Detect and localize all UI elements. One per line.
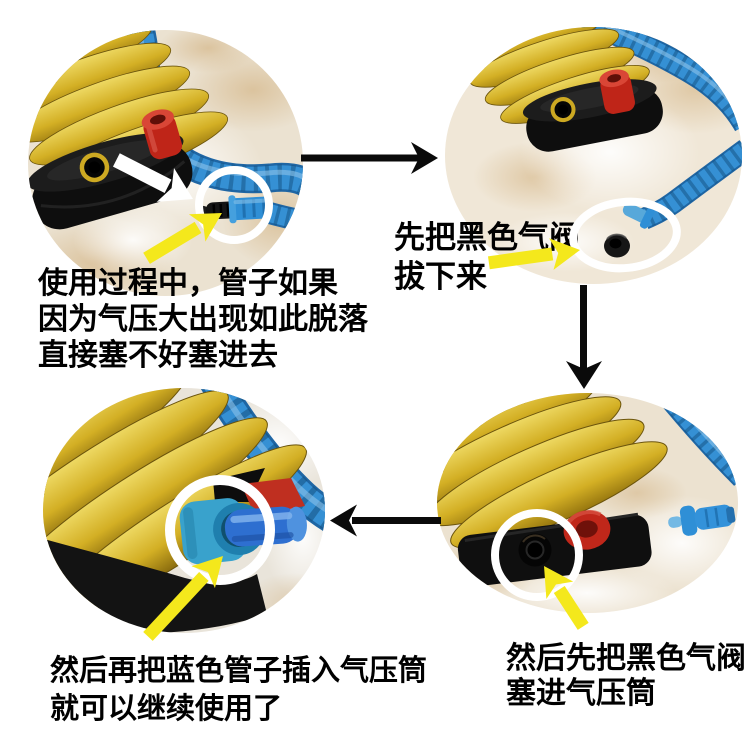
caption-step-3: 然后再把蓝色管子插入气压筒 就可以继续使用了 — [50, 651, 427, 727]
photo-problem-image — [28, 30, 303, 296]
caption-line: 就可以继续使用了 — [50, 691, 283, 725]
flow-arrow-left-icon — [330, 504, 441, 537]
caption-line: 塞进气压筒 — [506, 676, 656, 711]
photo-step-3 — [43, 388, 325, 633]
photo-step-2-image — [437, 393, 738, 613]
black-valve-in-hole — [518, 533, 552, 567]
caption-step-1: 先把黑色气阀 拔下来 — [394, 219, 580, 297]
caption-line: 因为气压大出现如此脱落 — [38, 302, 368, 337]
caption-step-2: 然后先把黑色气阀 塞进气压筒 — [506, 641, 746, 711]
caption-line: 直接塞不好塞进去 — [38, 338, 278, 373]
caption-line: 然后先把黑色气阀 — [506, 641, 746, 676]
caption-line: 先把黑色气阀 — [394, 220, 580, 256]
black-valve — [604, 233, 630, 258]
caption-line: 使用过程中，管子如果 — [38, 266, 338, 301]
photo-problem — [28, 30, 303, 296]
red-nozzle — [599, 69, 635, 114]
red-nozzle — [141, 109, 183, 160]
caption-line: 拔下来 — [394, 259, 487, 295]
flow-arrow-right-icon — [301, 142, 438, 174]
caption-line: 然后再把蓝色管子插入气压筒 — [50, 653, 428, 687]
flow-arrow-down-icon — [566, 285, 602, 389]
photo-step-3-image — [43, 388, 325, 633]
loose-connector — [668, 504, 736, 536]
caption-problem: 使用过程中，管子如果 因为气压大出现如此脱落 直接塞不好塞进去 — [38, 266, 368, 374]
photo-step-2 — [437, 393, 738, 613]
